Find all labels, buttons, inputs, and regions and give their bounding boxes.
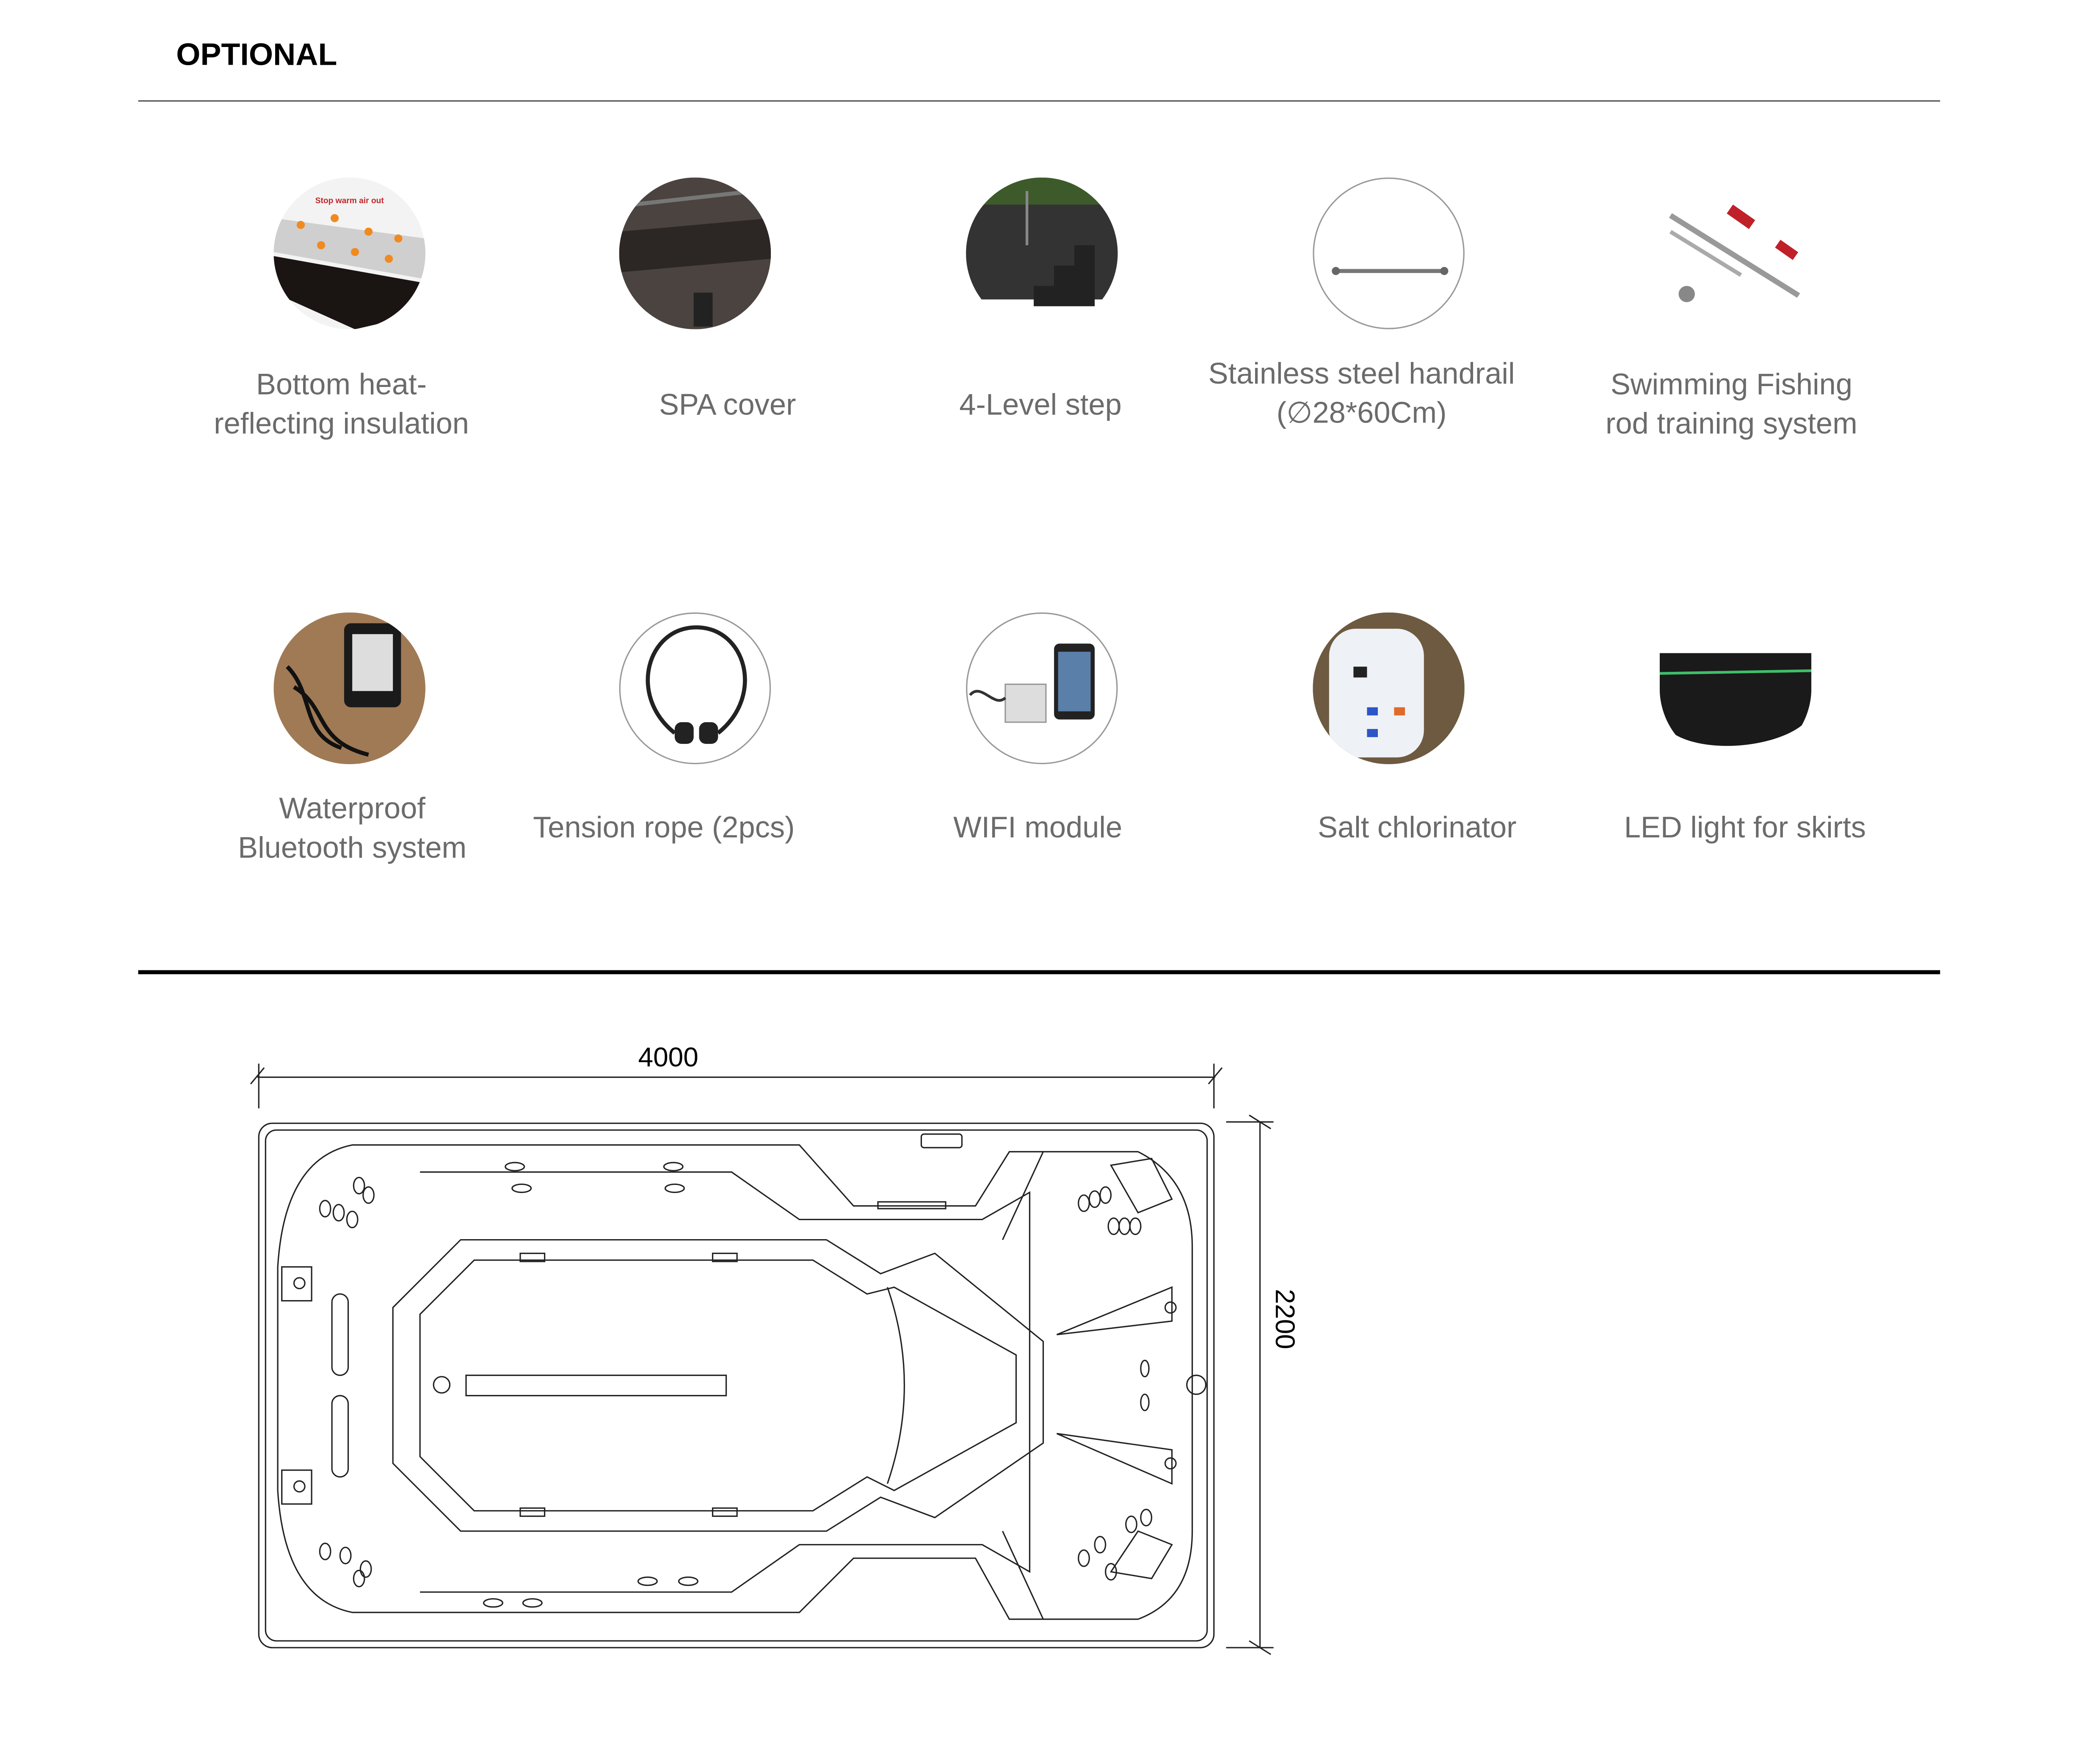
item-label: Salt chlorinator bbox=[1317, 810, 1517, 844]
item-label: Swimming Fishing rod training system bbox=[1605, 367, 1857, 441]
tension-rope-image bbox=[619, 612, 771, 765]
salt-chlorinator-image bbox=[1313, 612, 1465, 765]
spa-cover-image bbox=[619, 177, 771, 329]
item-label: Stainless steel handrail (∅28*60Cm) bbox=[1208, 356, 1515, 430]
item-label: LED light for skirts bbox=[1624, 810, 1866, 844]
section-title: OPTIONAL bbox=[176, 36, 337, 72]
handrail-image bbox=[1313, 177, 1465, 329]
item-label: SPA cover bbox=[659, 387, 796, 422]
bluetooth-image bbox=[273, 612, 425, 765]
svg-text:Stop warm air out: Stop warm air out bbox=[315, 196, 384, 205]
divider bbox=[138, 100, 1940, 102]
section-divider bbox=[138, 970, 1940, 975]
insulation-image: Stop warm air out bbox=[273, 177, 425, 329]
item-label: Tension rope (2pcs) bbox=[533, 810, 795, 844]
item-label: Waterproof Bluetooth system bbox=[238, 791, 467, 864]
width-dimension: 4000 bbox=[638, 1043, 698, 1073]
fishing-rod-image bbox=[1660, 177, 1811, 329]
item-label: 4-Level step bbox=[959, 387, 1122, 422]
item-label: Bottom heat- reflecting insulation bbox=[214, 367, 469, 441]
led-skirt-image bbox=[1659, 612, 1812, 765]
wifi-module-image bbox=[966, 612, 1118, 765]
item-label: WIFI module bbox=[953, 810, 1123, 844]
